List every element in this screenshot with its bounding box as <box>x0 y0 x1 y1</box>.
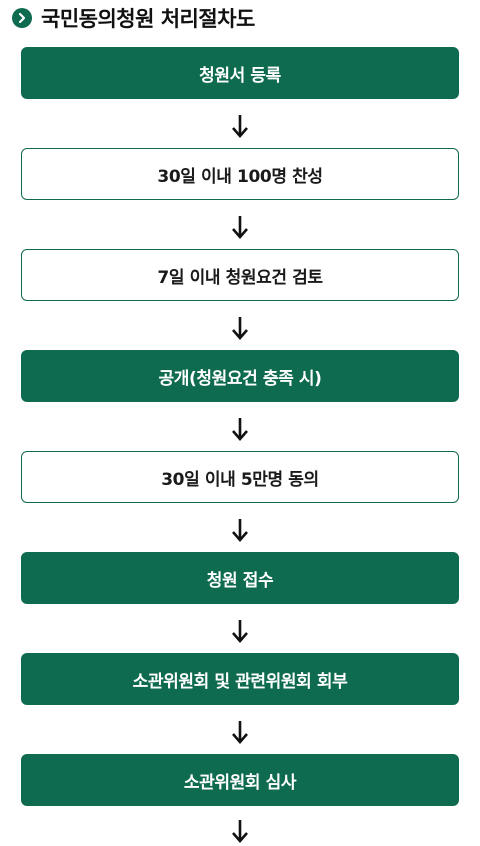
step-petition-registration: 청원서 등록 <box>21 47 459 99</box>
arrow-down-icon <box>229 113 251 139</box>
step-50000-agreements: 30일 이내 5만명 동의 <box>21 451 459 503</box>
arrow-down-icon <box>229 315 251 341</box>
step-requirement-review: 7일 이내 청원요건 검토 <box>21 249 459 301</box>
step-committee-referral: 소관위원회 및 관련위원회 회부 <box>21 653 459 705</box>
arrow-down-icon <box>229 818 251 844</box>
page-title-row: 국민동의청원 처리절차도 <box>12 3 255 33</box>
step-label: 30일 이내 100명 찬성 <box>157 166 323 187</box>
step-committee-review: 소관위원회 심사 <box>21 754 459 806</box>
arrow-down-icon <box>229 517 251 543</box>
step-label: 청원 접수 <box>206 570 274 591</box>
page-title: 국민동의청원 처리절차도 <box>41 7 255 31</box>
arrow-down-icon <box>229 416 251 442</box>
arrow-down-icon <box>229 214 251 240</box>
step-label: 30일 이내 5만명 동의 <box>161 469 319 490</box>
step-100-approvals: 30일 이내 100명 찬성 <box>21 148 459 200</box>
step-petition-receipt: 청원 접수 <box>21 552 459 604</box>
arrow-down-icon <box>229 618 251 644</box>
step-label: 7일 이내 청원요건 검토 <box>157 267 323 288</box>
chevron-right-circle-icon <box>12 8 32 28</box>
step-publication: 공개(청원요건 충족 시) <box>21 350 459 402</box>
step-label: 소관위원회 및 관련위원회 회부 <box>132 671 348 692</box>
step-label: 공개(청원요건 충족 시) <box>158 368 322 389</box>
step-label: 소관위원회 심사 <box>183 772 297 793</box>
step-label: 청원서 등록 <box>199 65 281 86</box>
arrow-down-icon <box>229 719 251 745</box>
